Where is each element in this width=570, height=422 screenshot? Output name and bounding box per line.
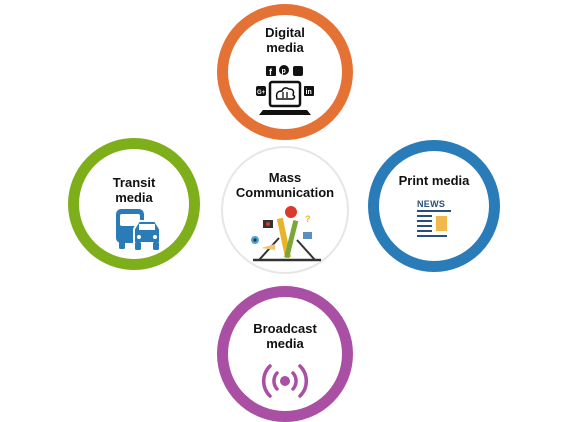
- node-broadcast-media: Broadcast media: [217, 286, 353, 422]
- node-transit-media: Transit media: [68, 138, 200, 270]
- svg-text:in: in: [306, 89, 312, 96]
- svg-text:f: f: [269, 67, 273, 77]
- laptop-social-icon: f p G+ in: [256, 65, 314, 115]
- newspaper-text: NEWS: [417, 199, 446, 209]
- node-digital-media: Digital media f p G+ in: [217, 4, 353, 140]
- print-media-label: Print media: [398, 173, 470, 188]
- center-label: Mass Communication: [235, 170, 335, 200]
- newspaper-icon: NEWS: [417, 199, 451, 241]
- broadcast-signal-icon: [262, 364, 308, 398]
- megaphone-hands-icon: ?: [251, 206, 321, 262]
- node-print-media: Print media NEWS: [368, 140, 500, 272]
- bus-car-icon: [116, 209, 161, 250]
- digital-media-label: Digital media: [265, 25, 305, 55]
- svg-text:G+: G+: [257, 90, 266, 96]
- svg-text:p: p: [282, 68, 286, 75]
- transit-media-label: Transit media: [112, 175, 156, 205]
- broadcast-media-label: Broadcast media: [253, 321, 317, 351]
- svg-text:?: ?: [305, 214, 311, 224]
- center-node-mass-communication: Mass Communication ?: [221, 146, 349, 274]
